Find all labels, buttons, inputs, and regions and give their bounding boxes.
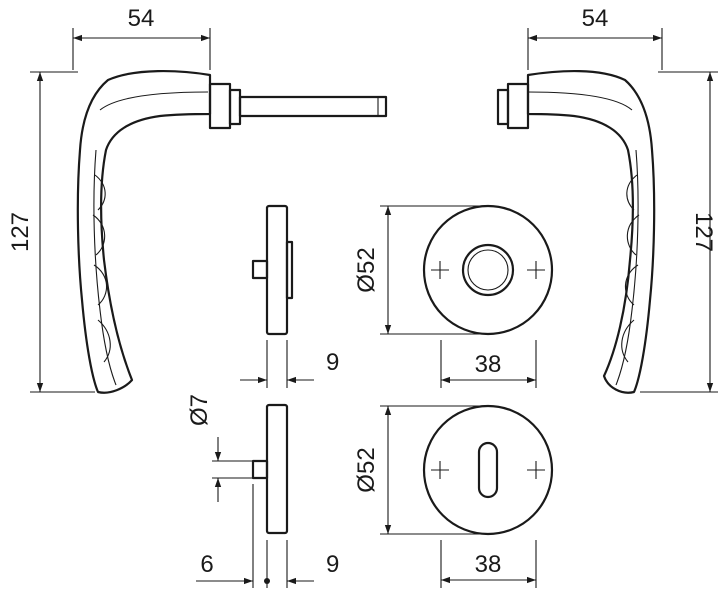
left-height-label: 127	[7, 212, 34, 252]
left-width-dimension: 54	[72, 5, 211, 70]
square-spindle	[238, 95, 388, 118]
rose-width-dimension: 38	[440, 340, 537, 388]
right-height-dimension: 127	[640, 71, 718, 393]
screw-mark-right	[527, 261, 545, 279]
escutcheon-width-dimension: 38	[440, 540, 537, 588]
screw-mark-right	[527, 461, 545, 479]
rose-diameter-label: Ø52	[353, 247, 380, 292]
right-lever-handle	[496, 69, 656, 394]
left-lever-handle	[76, 69, 388, 394]
escutcheon-front-view	[422, 404, 554, 536]
escutcheon-width-label: 38	[475, 551, 502, 578]
rose-width-label: 38	[475, 351, 502, 378]
right-height-label: 127	[690, 212, 717, 252]
rose-diameter-dimension: Ø52	[353, 205, 480, 335]
left-width-label: 54	[128, 5, 155, 32]
rose-front-view	[422, 204, 554, 336]
left-handle-collar	[208, 82, 232, 130]
rose-thickness-label: 9	[326, 349, 339, 376]
escutcheon-side-view: Ø7 6 9	[186, 394, 339, 588]
screw-mark-left	[431, 261, 449, 279]
pin-length-label: 6	[200, 551, 213, 578]
screw-mark-left	[431, 461, 449, 479]
escutcheon-thickness-label: 9	[326, 551, 339, 578]
pin-diameter-label: Ø7	[186, 394, 213, 426]
right-handle-collar	[506, 82, 530, 130]
keyhole-slot	[477, 441, 499, 499]
escutcheon-diameter-dimension: Ø52	[353, 405, 480, 535]
left-height-dimension: 127	[7, 71, 95, 393]
right-width-label: 54	[582, 5, 609, 32]
escutcheon-diameter-label: Ø52	[353, 447, 380, 492]
right-width-dimension: 54	[527, 5, 663, 70]
rose-side-view: 9	[240, 204, 339, 388]
